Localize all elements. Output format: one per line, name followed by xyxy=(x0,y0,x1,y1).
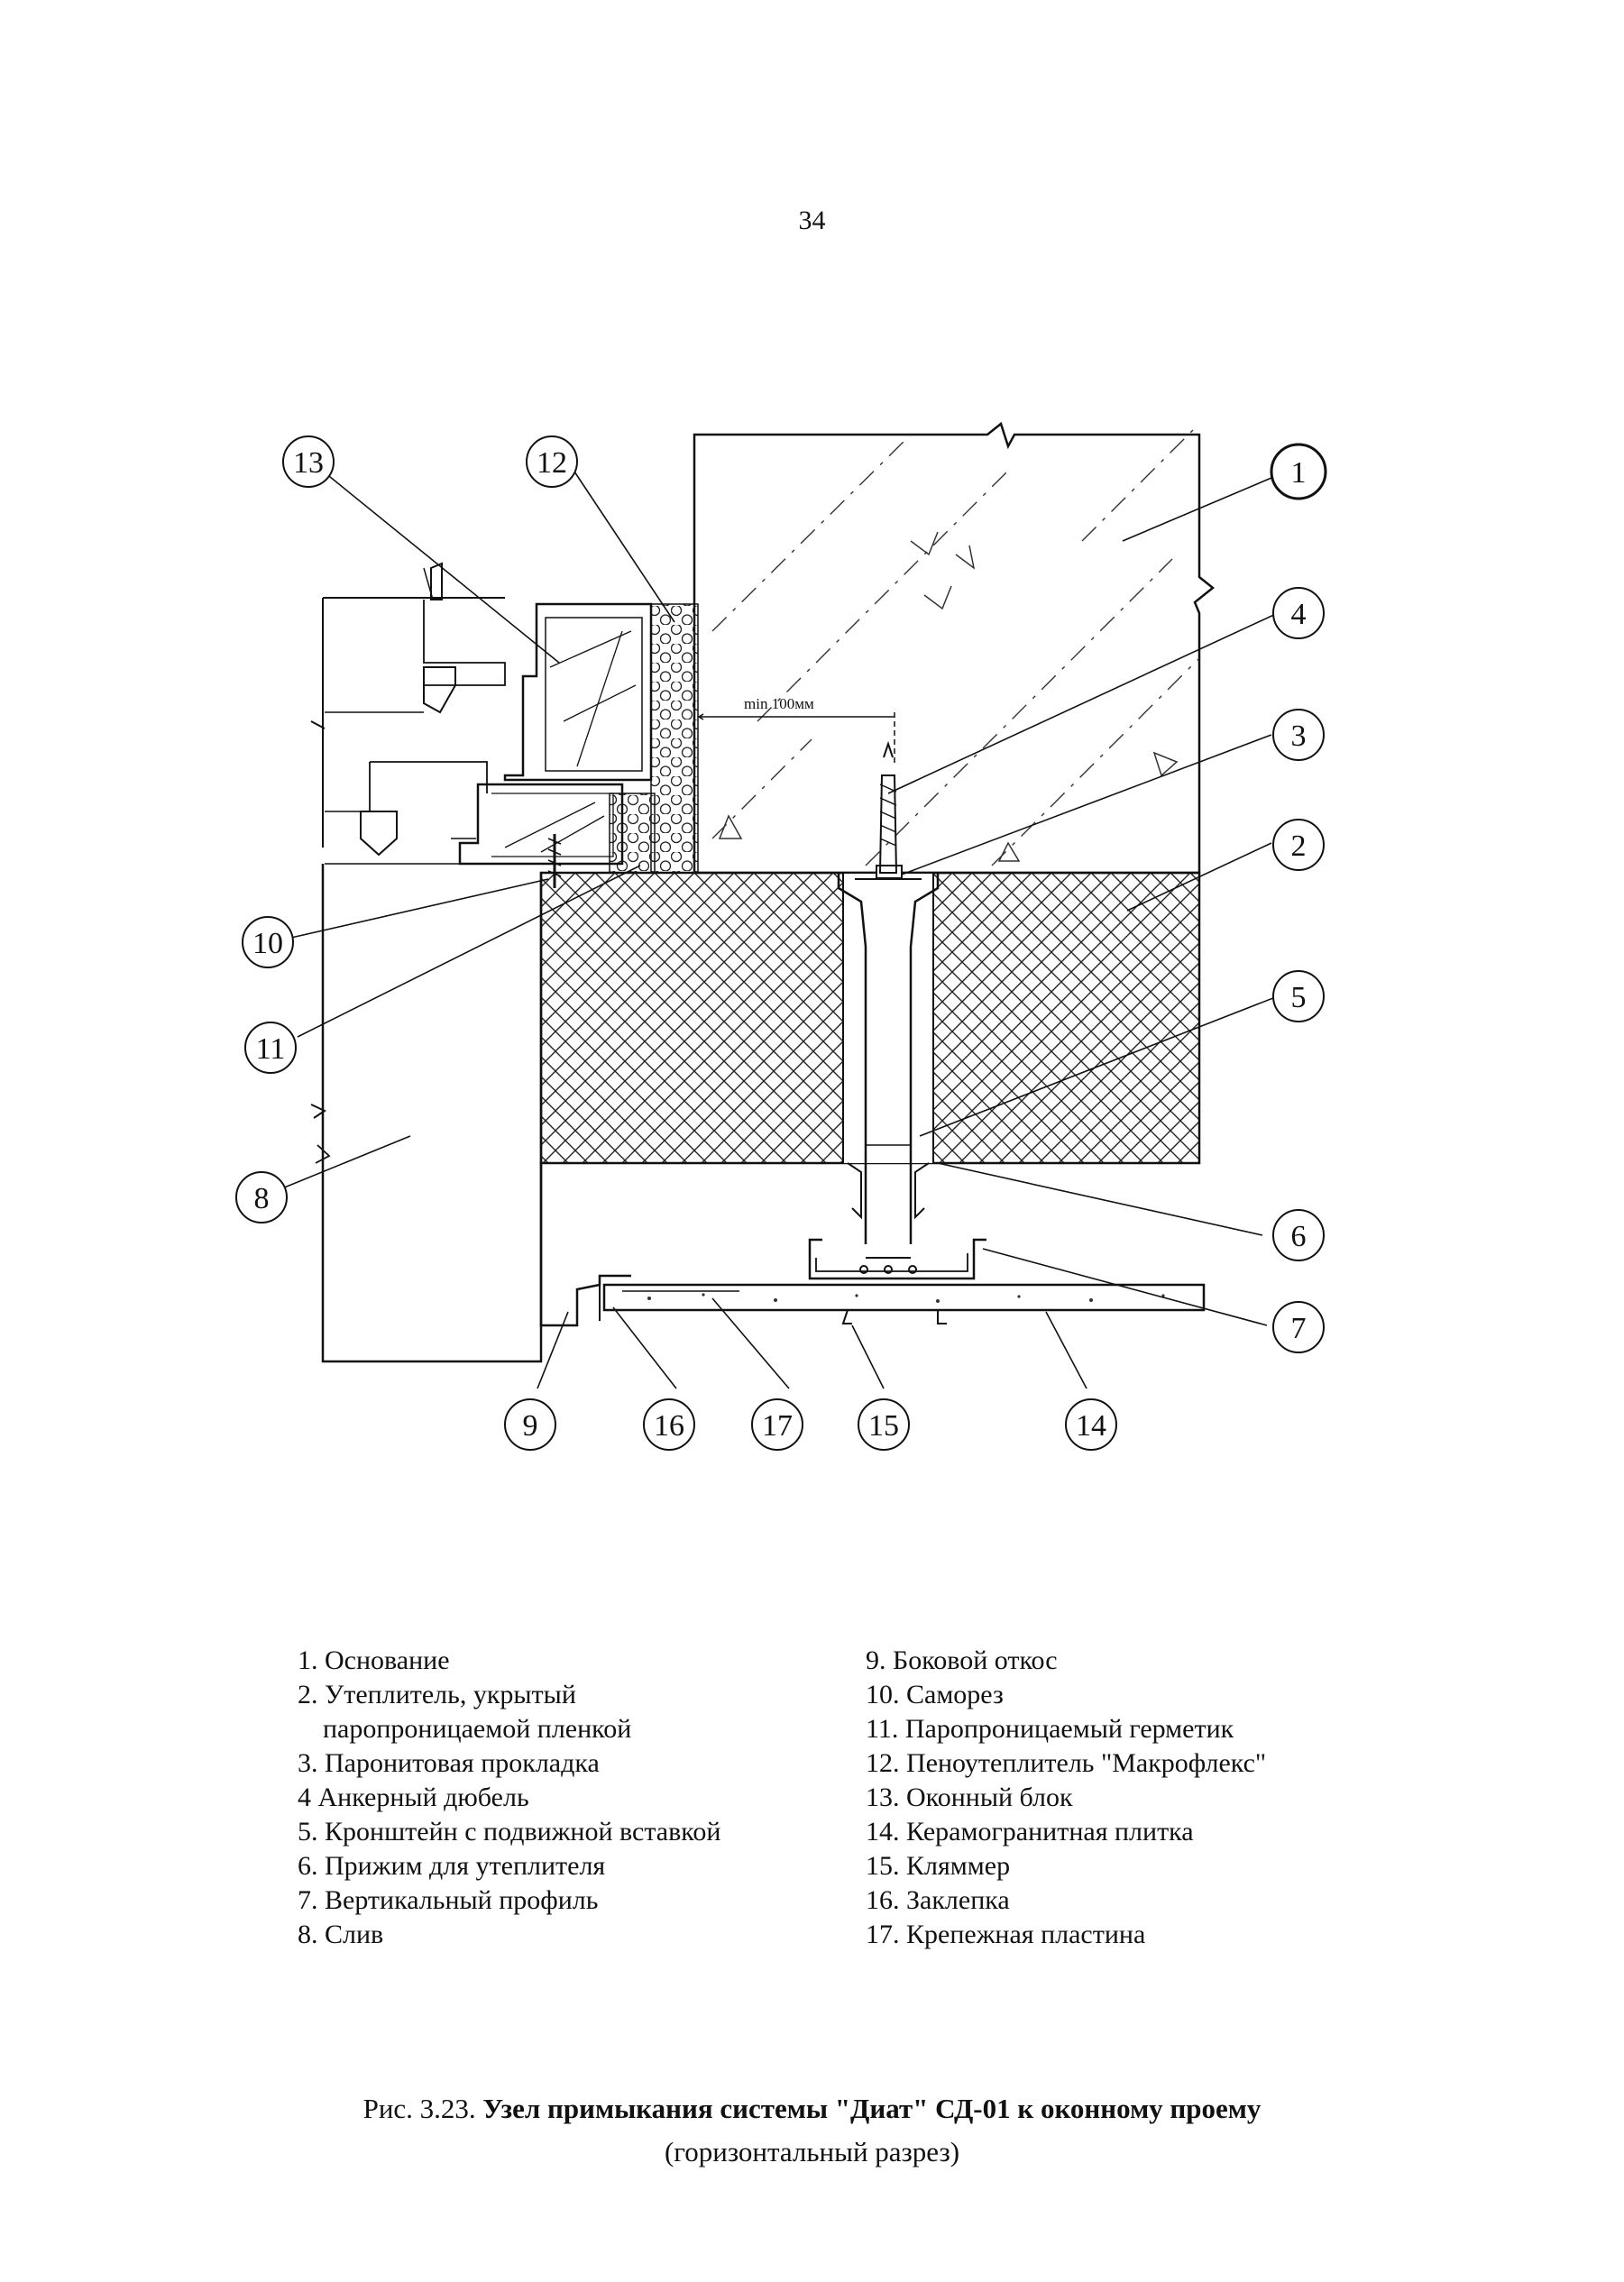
base-wall xyxy=(693,421,1216,875)
leader-lines xyxy=(281,468,1279,1389)
legend-item: 13. Оконный блок xyxy=(866,1783,1073,1812)
svg-text:15: 15 xyxy=(868,1409,899,1443)
svg-text:5: 5 xyxy=(1291,981,1307,1014)
svg-text:4: 4 xyxy=(1291,598,1307,631)
dimension-min-100 xyxy=(697,712,895,766)
clip xyxy=(841,1309,852,1324)
callout-6: 6 xyxy=(1272,1209,1325,1261)
vertical-profile xyxy=(808,1238,986,1280)
callout-1: 1 xyxy=(1270,443,1327,500)
svg-text:7: 7 xyxy=(1291,1312,1307,1345)
legend-item: 11. Паропроницаемый герметик xyxy=(866,1714,1234,1744)
legend-item: 6. Прижим для утеплителя xyxy=(298,1851,606,1881)
anchor-dowel xyxy=(878,740,898,874)
svg-text:6: 6 xyxy=(1291,1220,1307,1253)
svg-text:13: 13 xyxy=(293,446,324,480)
svg-text:1: 1 xyxy=(1291,456,1307,490)
page-number: 34 xyxy=(798,206,826,235)
callout-16: 16 xyxy=(643,1398,695,1451)
legend-item: 8. Слив xyxy=(298,1920,384,1949)
callout-17: 17 xyxy=(751,1398,803,1451)
side-reveal xyxy=(539,1163,631,1327)
svg-text:16: 16 xyxy=(654,1409,684,1443)
callout-2: 2 xyxy=(1272,819,1325,871)
callout-3: 3 xyxy=(1272,709,1325,761)
caption-subtitle: (горизонтальный разрез) xyxy=(664,2136,960,2167)
legend-item: 4 Анкерный дюбель xyxy=(298,1783,529,1812)
svg-text:3: 3 xyxy=(1291,719,1307,753)
legend-item: 14. Керамогранитная плитка xyxy=(866,1817,1194,1847)
self-tapping-screw xyxy=(547,834,562,888)
callout-12: 12 xyxy=(526,435,578,488)
drip-sill xyxy=(310,720,543,1363)
legend-item: 12. Пеноутеплитель "Макрофлекс" xyxy=(866,1748,1267,1778)
svg-text:12: 12 xyxy=(537,446,567,480)
legend-item: 16. Заклепка xyxy=(866,1885,1010,1915)
legend-item: 2. Утеплитель, укрытый xyxy=(298,1680,576,1709)
callout-13: 13 xyxy=(282,435,335,488)
legend-item: 3. Паронитовая прокладка xyxy=(298,1748,600,1778)
caption-title-line: Рис. 3.23. Узел примыкания системы "Диат… xyxy=(0,2087,1624,2131)
callout-15: 15 xyxy=(858,1398,910,1451)
figure-caption: Рис. 3.23. Узел примыкания системы "Диат… xyxy=(0,2087,1624,2174)
callout-14: 14 xyxy=(1065,1398,1117,1451)
clip-2 xyxy=(937,1310,947,1324)
legend-item: 5. Кронштейн с подвижной вставкой xyxy=(298,1817,721,1847)
svg-text:10: 10 xyxy=(252,927,283,960)
legend-item: 9. Боковой откос xyxy=(866,1645,1058,1675)
callout-9: 9 xyxy=(504,1398,556,1451)
legend-item: 1. Основание xyxy=(298,1645,450,1675)
callout-11: 11 xyxy=(244,1022,297,1074)
svg-text:11: 11 xyxy=(256,1032,286,1066)
legend-left: 1. Основание 2. Утеплитель, укрытый паро… xyxy=(298,1644,720,1952)
svg-text:17: 17 xyxy=(762,1409,793,1443)
legend-item: 15. Кляммер xyxy=(866,1851,1011,1881)
bracket xyxy=(837,865,940,1244)
legend-right: 9. Боковой откос 10. Саморез 11. Паропро… xyxy=(866,1644,1266,1952)
callout-8: 8 xyxy=(235,1171,288,1223)
dimension-label: min 100мм xyxy=(744,695,814,712)
legend-item: паропроницаемой пленкой xyxy=(323,1714,632,1744)
callout-4: 4 xyxy=(1272,587,1325,639)
legend-item: 10. Саморез xyxy=(866,1680,1004,1709)
svg-text:8: 8 xyxy=(254,1182,270,1215)
callout-7: 7 xyxy=(1272,1301,1325,1353)
ceramic-tile xyxy=(602,1283,1206,1312)
caption-prefix: Рис. 3.23. xyxy=(362,2093,476,2124)
legend-item: 17. Крепежная пластина xyxy=(866,1920,1146,1949)
svg-text:14: 14 xyxy=(1076,1409,1106,1443)
window-block xyxy=(322,562,653,866)
callout-5: 5 xyxy=(1272,970,1325,1022)
svg-text:9: 9 xyxy=(523,1409,538,1443)
svg-text:2: 2 xyxy=(1291,829,1307,863)
legend-item: 7. Вертикальный профиль xyxy=(298,1885,599,1915)
insulation-layer xyxy=(539,871,1201,1165)
callout-10: 10 xyxy=(242,916,294,968)
caption-title: Узел примыкания системы "Диат" СД-01 к о… xyxy=(482,2093,1262,2124)
